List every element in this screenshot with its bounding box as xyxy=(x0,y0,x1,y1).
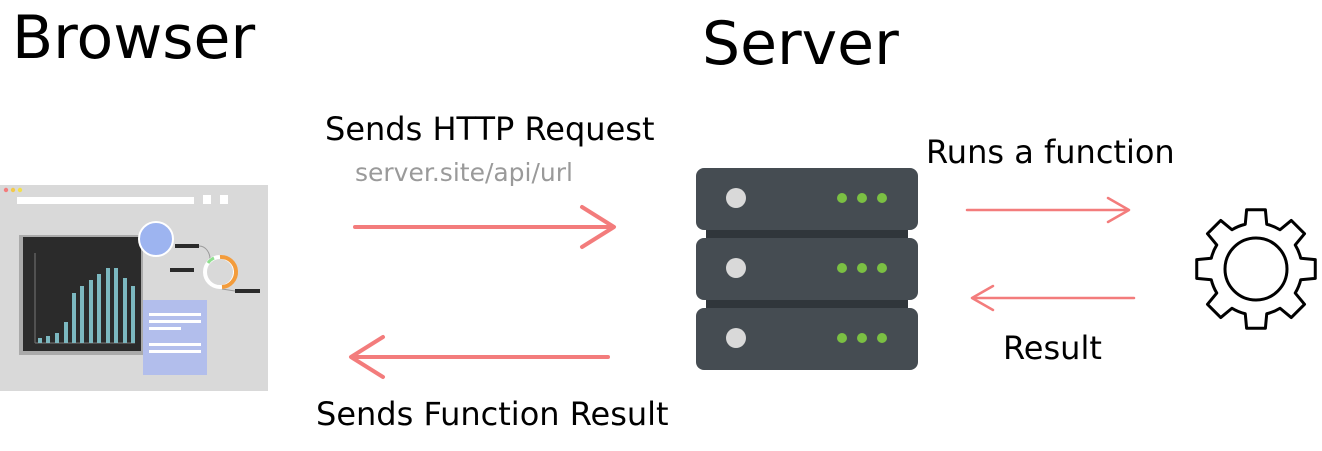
response-caption: Sends Function Result xyxy=(316,398,669,430)
browser-button-2 xyxy=(220,195,228,204)
address-bar xyxy=(17,197,194,204)
result-caption: Result xyxy=(1003,332,1102,364)
browser-heading: Browser xyxy=(12,8,255,68)
run-function-arrow xyxy=(960,190,1140,230)
window-dot-yellow xyxy=(11,188,15,192)
browser-window-icon xyxy=(0,183,270,393)
server-unit-1 xyxy=(696,168,918,230)
browser-button-1 xyxy=(203,195,211,204)
window-dot-green xyxy=(18,188,22,192)
server-rack-icon xyxy=(696,168,918,370)
result-arrow xyxy=(962,278,1142,318)
text-card xyxy=(143,300,207,375)
request-url: server.site/api/url xyxy=(355,160,573,185)
avatar-circle xyxy=(139,222,173,256)
run-function-caption: Runs a function xyxy=(926,136,1175,168)
server-unit-3 xyxy=(696,308,918,370)
server-heading: Server xyxy=(702,14,899,74)
request-caption: Sends HTTP Request xyxy=(325,113,654,145)
server-unit-2 xyxy=(696,238,918,300)
request-arrow xyxy=(350,200,625,255)
window-dot-red xyxy=(4,188,8,192)
gear-icon xyxy=(1192,205,1320,333)
response-arrow xyxy=(340,330,615,385)
